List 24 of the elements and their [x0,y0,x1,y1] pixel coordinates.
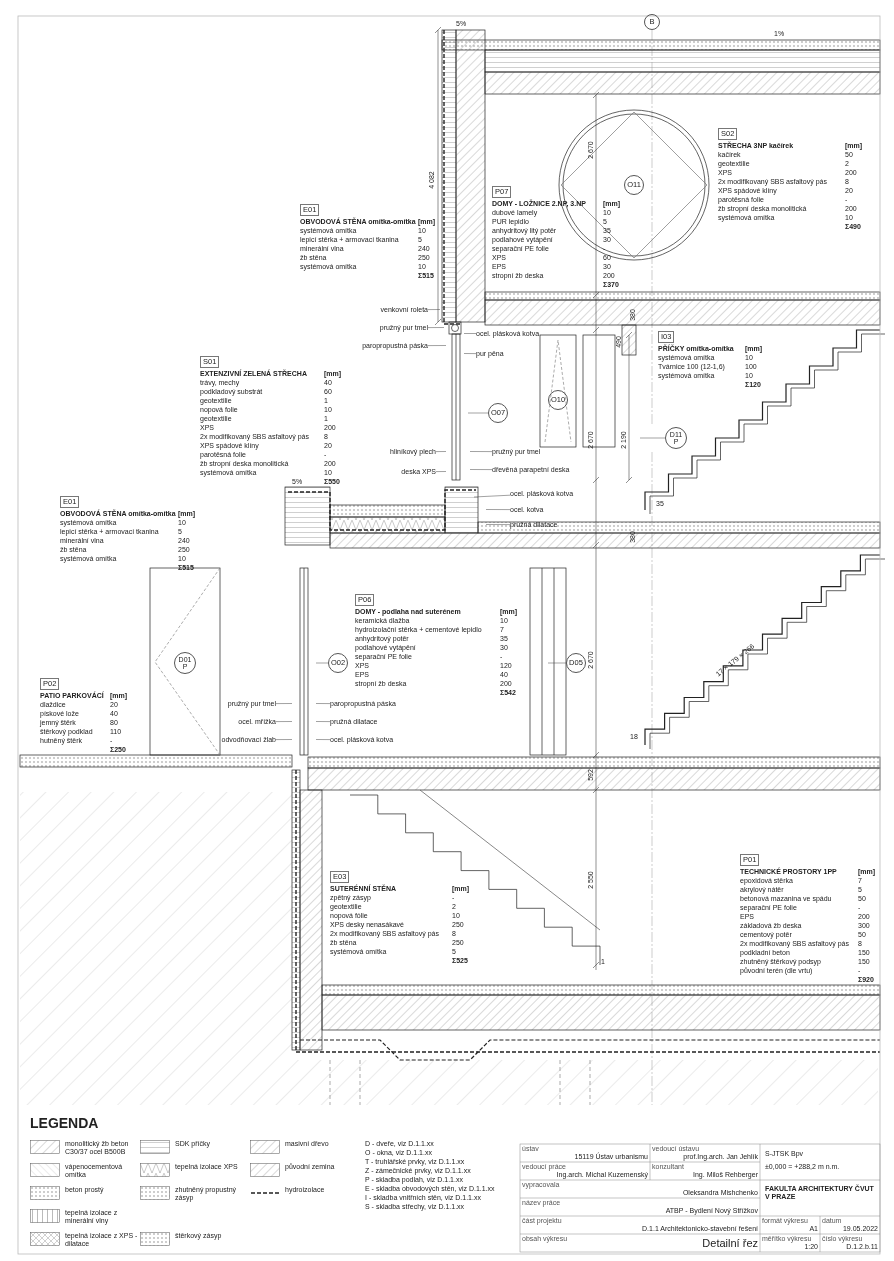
leader-line [275,721,293,722]
leader-line [485,524,511,525]
leader-line [315,662,329,664]
leader-line [315,739,331,740]
leader-line [435,471,447,472]
leader-line [639,437,666,439]
leader-line [469,451,493,452]
leader-line [473,494,511,498]
leader-line [463,353,477,354]
leader-line [469,469,493,470]
leader-line [547,662,567,664]
leader-line [485,509,511,510]
leader-line [467,412,489,414]
leader-line [463,333,477,334]
leader-line [427,327,445,328]
leader-line [275,739,293,740]
leader-line [427,309,441,310]
leader-line [427,345,447,346]
leader-line [435,451,447,452]
field-value: Detailní řez [702,1238,758,1249]
leader-line [315,721,331,722]
legend-heading: LEGENDA [30,1116,99,1130]
leader-line [315,703,331,704]
leader-line [275,703,293,704]
